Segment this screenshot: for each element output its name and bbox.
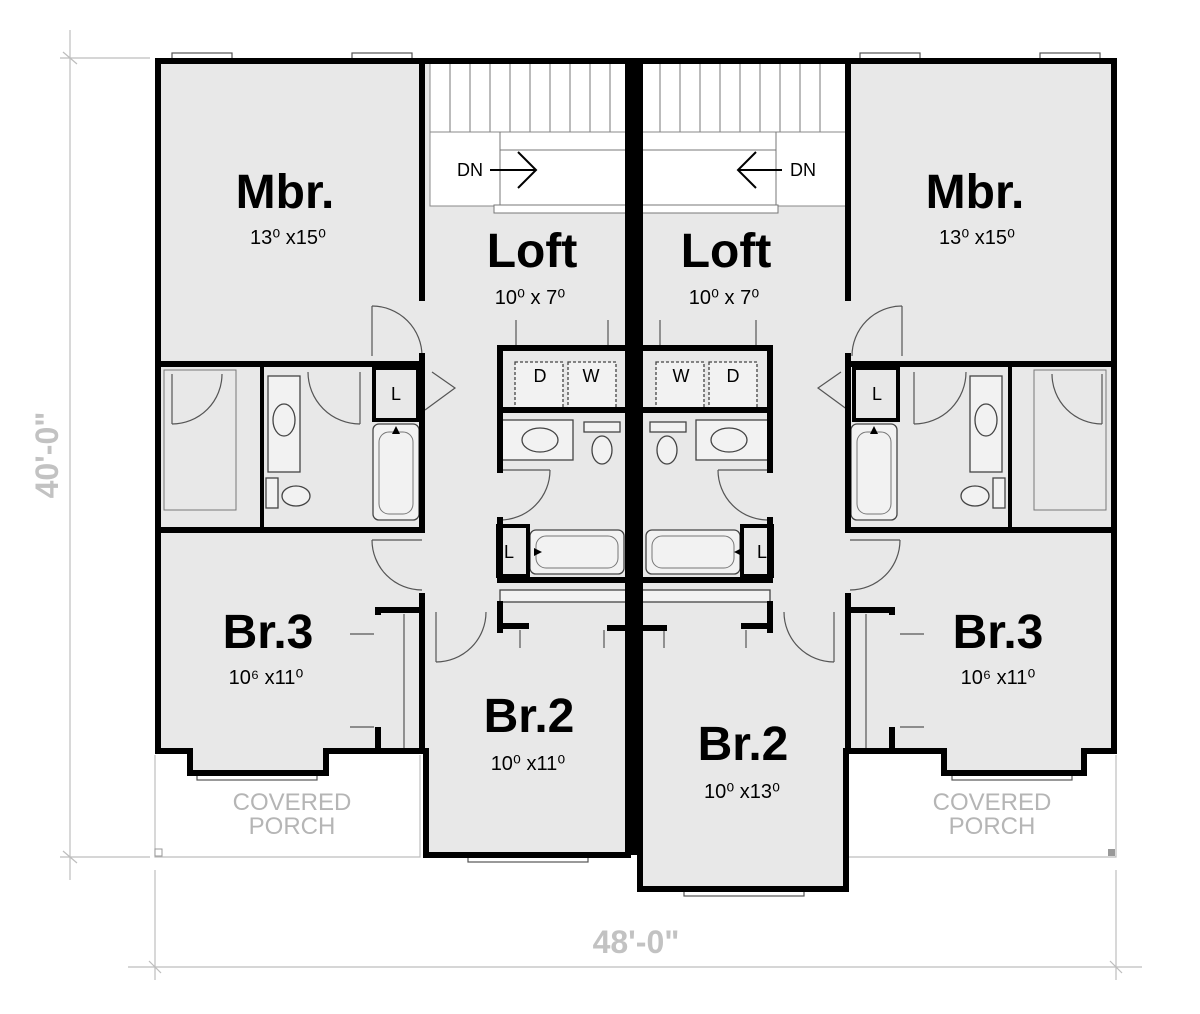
stair-right [635,61,847,214]
mbr-right-name: Mbr. [926,166,1025,219]
br2-left-name: Br.2 [484,690,575,743]
loft-left-name: Loft [487,225,578,278]
door-swings [171,305,1103,748]
mbr-left-size: 13⁰ x15⁰ [250,227,326,249]
dryer-left-label: D [534,366,547,386]
depth-dimension-label: 40'-0" [29,412,65,499]
porch-left-line2: PORCH [249,813,336,840]
center-bath-left-fixtures [500,419,625,575]
stair-left [429,61,629,214]
stair-right-dn-label: DN [790,160,816,180]
dryer-right-label: D [727,366,740,386]
linen-center-right-label: L [757,542,767,562]
linen-center-left-label: L [504,542,514,562]
loft-right-name: Loft [681,225,772,278]
stair-left-dn-label: DN [457,160,483,180]
master-bath-right-fixtures [850,369,1107,521]
porch-right-line1: COVERED [933,789,1052,816]
washer-left-label: W [583,366,600,386]
washer-right-label: W [673,366,690,386]
br2-right-size: 10⁰ x13⁰ [704,781,780,803]
master-bath-left-fixtures [163,369,420,521]
porch-right-line2: PORCH [949,813,1036,840]
br2-right-name: Br.2 [698,718,789,771]
br3-right-name: Br.3 [953,606,1044,659]
loft-right-size: 10⁰ x 7⁰ [689,287,760,309]
porch-left-line1: COVERED [233,789,352,816]
br3-left-name: Br.3 [223,606,314,659]
br2-left-size: 10⁰ x11⁰ [491,753,566,775]
linen-master-left-label: L [391,384,401,404]
loft-left-size: 10⁰ x 7⁰ [495,287,566,309]
mbr-left-name: Mbr. [236,166,335,219]
br3-right-size: 10⁶ x11⁰ [961,667,1036,689]
mbr-right-size: 13⁰ x15⁰ [939,227,1015,249]
walls [155,58,1117,892]
laundry-right [655,361,758,409]
br3-left-size: 10⁶ x11⁰ [229,667,304,689]
linen-master-right-label: L [872,384,882,404]
width-dimension-label: 48'-0" [593,924,680,960]
center-bath-right-fixtures [645,419,769,575]
dimension-lines [60,30,1142,980]
laundry-left [514,361,617,409]
